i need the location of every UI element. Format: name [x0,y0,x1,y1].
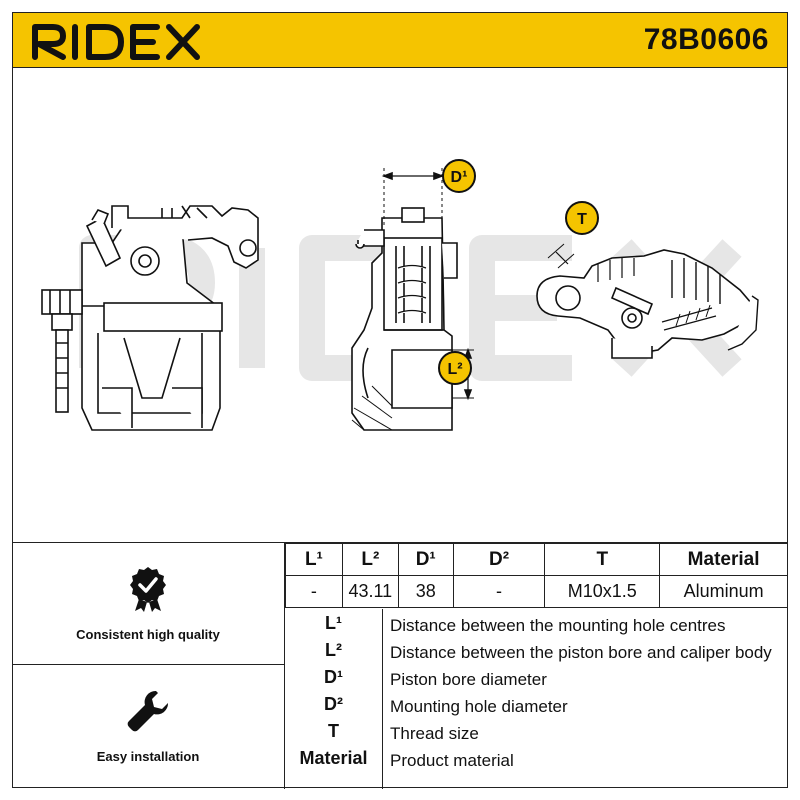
legend-description: Mounting hole diameter [390,697,568,716]
badge-d1: D¹ [442,159,476,193]
spec-value-cell: M10x1.5 [544,575,661,608]
caliper-drawing: D¹ L² T [41,159,759,431]
checkmark-badge-icon [130,567,166,612]
badge-t: T [565,201,599,235]
spec-header-cell: D² [452,543,546,576]
spec-value-cell: 43.11 [341,575,399,608]
legend-item: Material Product material [285,748,788,774]
legend-description: Thread size [390,724,479,743]
spec-header-cell: D¹ [397,543,454,576]
svg-text:T: T [577,211,587,228]
legend-key: L² [325,640,342,660]
spec-header-cell: L¹ [285,543,343,576]
legend-description: Piston bore diameter [390,670,547,689]
legend-key: Material [299,748,368,768]
svg-text:D¹: D¹ [451,169,468,186]
feature-quality: Consistent high quality [12,543,285,665]
part-number: 78B0606 [643,23,769,56]
spec-table: L¹ L² D¹ D² T Material - 43.11 38 - M10x… [285,543,788,608]
feature-quality-label: Consistent high quality [76,627,220,642]
feature-installation-label: Easy installation [96,749,200,764]
legend-description: Distance between the piston bore and cal… [390,643,772,662]
legend-key: L¹ [325,613,342,633]
legend-item: D² Mounting hole diameter [285,694,788,720]
svg-text:L²: L² [447,361,462,378]
caliper-side-view [351,168,474,431]
legend-list: L¹ Distance between the mounting hole ce… [285,609,788,789]
legend-item: T Thread size [285,721,788,747]
feature-installation: Easy installation [12,665,285,789]
spec-value-cell: Aluminum [659,575,788,608]
badge-l2: L² [438,351,472,385]
spec-value-cell: - [285,575,343,608]
spec-header-row: L¹ L² D¹ D² T Material [285,543,788,576]
legend-item: L¹ Distance between the mounting hole ce… [285,613,788,639]
spec-value-row: - 43.11 38 - M10x1.5 Aluminum [285,575,788,608]
spec-header-cell: Material [659,543,788,576]
caliper-top-view [536,243,759,359]
legend-item: D¹ Piston bore diameter [285,667,788,693]
spec-value-cell: - [452,575,546,608]
spec-header-cell: T [544,543,661,576]
spec-header-cell: L² [341,543,399,576]
legend-key: D² [324,694,343,714]
legend-description: Distance between the mounting hole centr… [390,616,726,635]
legend-key: D¹ [324,667,343,687]
legend-description: Product material [390,751,514,770]
info-section: Consistent high quality Easy installatio… [12,542,788,789]
spec-value-cell: 38 [397,575,454,608]
header-bar: 78B0606 [12,12,788,68]
legend-key: T [328,721,339,741]
legend-divider [382,609,383,789]
ridex-logo [32,24,200,60]
legend-item: L² Distance between the piston bore and … [285,640,788,666]
caliper-front-view [41,205,259,431]
wrench-icon [127,690,169,732]
